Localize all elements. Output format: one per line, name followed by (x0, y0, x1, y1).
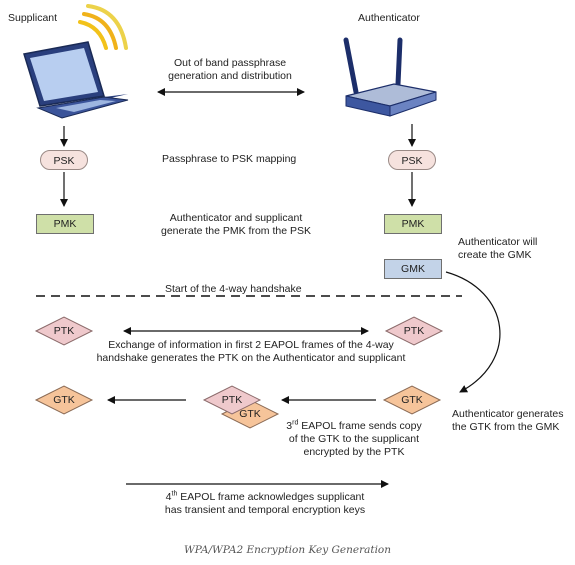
pmk-authenticator: PMK (384, 214, 442, 234)
gtk-diamond-authenticator (382, 385, 442, 415)
ptk-diamond-middle (202, 385, 262, 415)
psk-mapping-note: Passphrase to PSK mapping (162, 153, 297, 165)
wifi-signal-icon (78, 4, 128, 50)
gmk-authenticator: GMK (384, 259, 442, 279)
authenticator-label: Authenticator (358, 12, 420, 24)
handshake-start-label: Start of the 4-way handshake (165, 283, 302, 295)
psk-supplicant: PSK (40, 150, 88, 170)
ptk-exchange-note: Exchange of information in first 2 EAPOL… (96, 339, 406, 364)
psk-authenticator: PSK (388, 150, 436, 170)
gtk-label-supplicant: GTK (53, 394, 75, 406)
laptop-icon (23, 41, 129, 119)
pmk-supplicant: PMK (36, 214, 94, 234)
gtk-diamond-supplicant (34, 385, 94, 415)
gtk-label-authenticator: GTK (401, 394, 423, 406)
ptk-label-authenticator: PTK (403, 325, 425, 337)
supplicant-label: Supplicant (8, 12, 58, 24)
router-icon (343, 37, 437, 117)
eapol4-note: 4th EAPOL frame acknowledges supplicant … (164, 490, 366, 517)
ptk-diamond-authenticator (384, 316, 444, 346)
gtk-label-middle: GTK (239, 408, 261, 420)
ptk-label-supplicant: PTK (53, 325, 75, 337)
figure-caption: WPA/WPA2 Encryption Key Generation (183, 544, 392, 556)
eapol3-note: 3rd EAPOL frame sends copy of the GTK to… (286, 419, 422, 459)
ptk-label-middle: PTK (221, 394, 243, 406)
ptk-diamond-supplicant (34, 316, 94, 346)
